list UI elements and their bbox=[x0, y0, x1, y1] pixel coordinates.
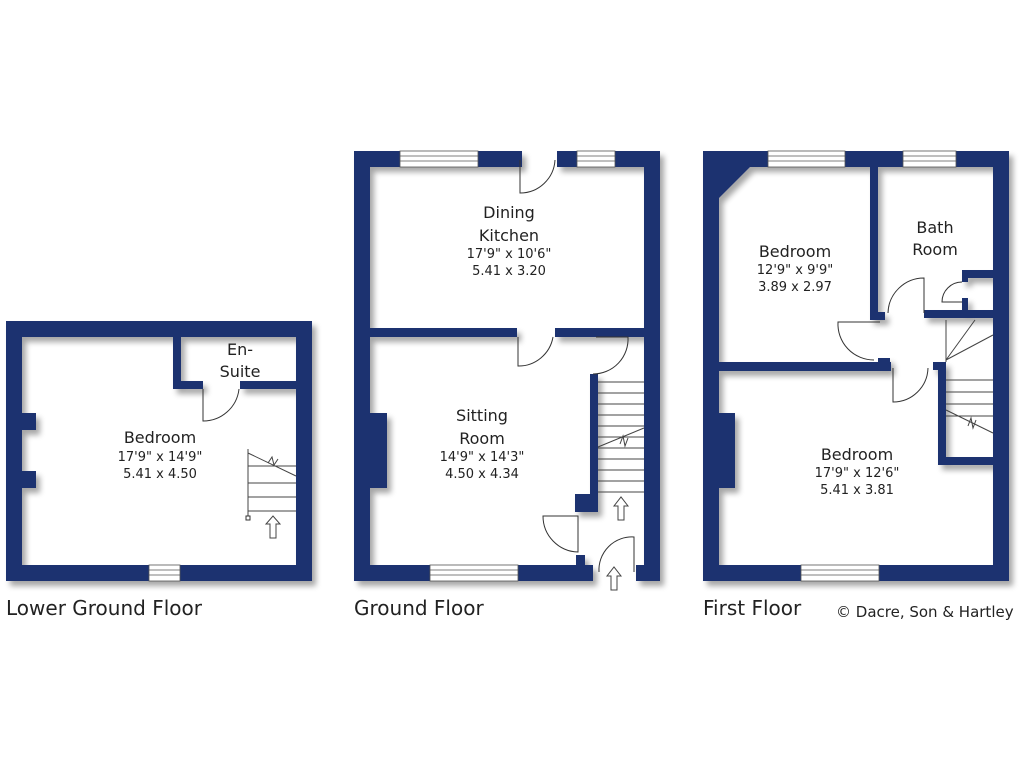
room-dining-kitchen: Dining Kitchen 17'9" x 10'6" 5.41 x 3.20 bbox=[467, 203, 552, 279]
room-dimensions-imperial: 17'9" x 12'6" bbox=[815, 466, 900, 481]
door bbox=[887, 277, 925, 314]
room-name: Bedroom bbox=[759, 242, 831, 261]
first-walls bbox=[703, 151, 1009, 581]
door bbox=[837, 321, 880, 361]
room-dimensions-metric: 3.89 x 2.97 bbox=[758, 280, 832, 295]
staircase bbox=[597, 381, 645, 521]
staircase bbox=[245, 449, 297, 539]
door bbox=[519, 159, 556, 194]
room-dimensions-metric: 5.41 x 4.50 bbox=[123, 467, 197, 482]
entrance-arrow-icon bbox=[605, 566, 623, 591]
door bbox=[892, 367, 929, 403]
ground-floor: Dining Kitchen 17'9" x 10'6" 5.41 x 3.20… bbox=[354, 150, 660, 620]
floor-label: First Floor bbox=[703, 596, 802, 620]
window bbox=[399, 150, 479, 168]
room-dimensions-metric: 5.41 x 3.20 bbox=[472, 264, 546, 279]
room-name: Kitchen bbox=[479, 226, 539, 245]
room-name: Bedroom bbox=[821, 445, 893, 464]
room-name: Bath bbox=[916, 218, 953, 237]
room-dimensions-imperial: 14'9" x 14'3" bbox=[440, 450, 525, 465]
door bbox=[592, 336, 629, 375]
room-name: Sitting bbox=[456, 406, 508, 425]
window bbox=[576, 150, 616, 168]
room-bath-room: Bath Room bbox=[912, 218, 958, 259]
room-name: Suite bbox=[220, 362, 261, 381]
first-floor: Bedroom 12'9" x 9'9" 3.89 x 2.97 Bath Ro… bbox=[703, 150, 1009, 620]
copyright-notice: © Dacre, Son & Hartley bbox=[836, 603, 1014, 621]
room-name: Bedroom bbox=[124, 428, 196, 447]
room-dimensions-metric: 4.50 x 4.34 bbox=[445, 467, 519, 482]
up-arrow-icon bbox=[264, 515, 282, 539]
cupboard-door bbox=[941, 281, 963, 303]
room-lower-bedroom: Bedroom 17'9" x 14'9" 5.41 x 4.50 bbox=[118, 428, 203, 482]
floor-label: Lower Ground Floor bbox=[6, 596, 203, 620]
door bbox=[517, 336, 554, 367]
front-door bbox=[598, 536, 635, 573]
door bbox=[542, 515, 579, 553]
room-name: En- bbox=[227, 340, 253, 359]
window bbox=[902, 150, 957, 168]
window bbox=[429, 564, 519, 582]
room-dimensions-imperial: 17'9" x 14'9" bbox=[118, 450, 203, 465]
room-name: Dining bbox=[483, 203, 535, 222]
room-first-bedroom-small: Bedroom 12'9" x 9'9" 3.89 x 2.97 bbox=[757, 242, 833, 295]
room-dimensions-metric: 5.41 x 3.81 bbox=[820, 483, 894, 498]
room-en-suite: En- Suite bbox=[220, 340, 261, 381]
up-arrow-icon bbox=[612, 496, 630, 521]
room-name: Room bbox=[912, 240, 958, 259]
ground-walls bbox=[354, 151, 660, 581]
room-sitting-room: Sitting Room 14'9" x 14'3" 4.50 x 4.34 bbox=[440, 406, 525, 482]
room-name: Room bbox=[459, 429, 505, 448]
lower-ground-floor: Bedroom 17'9" x 14'9" 5.41 x 4.50 En- Su… bbox=[6, 321, 312, 620]
staircase bbox=[945, 319, 994, 434]
window bbox=[148, 564, 181, 582]
room-first-bedroom-large: Bedroom 17'9" x 12'6" 5.41 x 3.81 bbox=[815, 445, 900, 498]
room-dimensions-imperial: 12'9" x 9'9" bbox=[757, 263, 833, 278]
floor-label: Ground Floor bbox=[354, 596, 484, 620]
window bbox=[767, 150, 846, 168]
door bbox=[202, 388, 240, 422]
room-dimensions-imperial: 17'9" x 10'6" bbox=[467, 247, 552, 262]
window bbox=[800, 564, 880, 582]
